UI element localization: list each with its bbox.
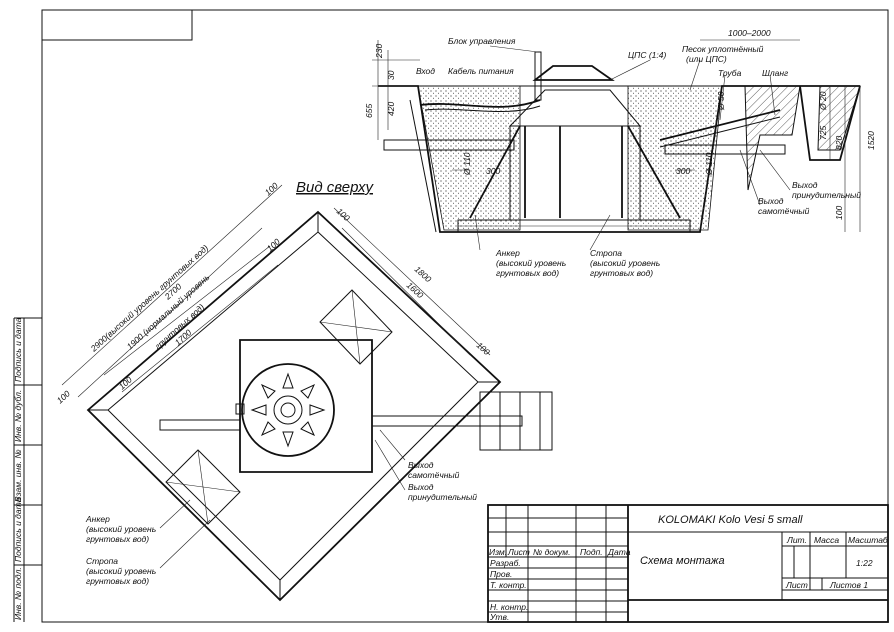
dim-725: 725 [818, 126, 828, 140]
label-hose: Шланг [762, 68, 788, 78]
label-sling-3: грунтовых вод) [590, 268, 653, 278]
plan-sling-3: грунтовых вод) [86, 576, 149, 586]
row-tkontr: Т. контр. [490, 580, 527, 590]
plan-anchor-3: грунтовых вод) [86, 534, 149, 544]
plan-title: Вид сверху [296, 179, 374, 196]
label-sling: Стропа [590, 248, 622, 258]
label-pipe: Труба [718, 68, 742, 78]
label-outlet-gravity: Выход [758, 196, 784, 206]
label-outlet-forced: Выход [792, 180, 818, 190]
dim-300a: 300 [486, 166, 500, 176]
side-label: Инв. № дубл. [13, 390, 23, 442]
row-prov: Пров. [490, 569, 512, 579]
dim-100: 100 [834, 206, 844, 220]
label-anchor-2: (высокий уровень [496, 258, 566, 268]
mass-header: Масса [814, 535, 839, 545]
label-outlet-gravity-2: самотёчный [758, 206, 810, 216]
dim-820: 820 [834, 136, 844, 150]
dim-100-left-a: 100 [55, 388, 72, 405]
dim-300b: 300 [676, 166, 690, 176]
dim-30: 30 [386, 70, 396, 80]
title-block: KOLOMAKI Kolo Vesi 5 small Схема монтажа… [487, 504, 889, 623]
label-anchor-3: грунтовых вод) [496, 268, 559, 278]
label-sling-2: (высокий уровень [590, 258, 660, 268]
dim-1600: 1600 [405, 280, 426, 300]
label-inlet: Вход [416, 66, 435, 76]
plan-outlet-gravity: Выход [408, 460, 434, 470]
side-label: Подпись и дата [13, 497, 23, 562]
label-power-cable: Кабель питания [448, 66, 514, 76]
col-list: Лист [507, 547, 530, 557]
dim-655: 655 [364, 104, 374, 118]
plan-anchor: Анкер [85, 514, 110, 524]
dim-top: 1000–2000 [728, 28, 771, 38]
dim-420: 420 [386, 102, 396, 116]
dim-100-left-b: 100 [117, 374, 134, 391]
col-sign: Подп. [580, 547, 603, 557]
plan-outlet-forced-2: принудительный [408, 492, 477, 502]
plan-anchor-2: (высокий уровень [86, 524, 156, 534]
dim-2900: 2900(высокий уровень грунтовых вод) [88, 243, 210, 355]
scale-header: Масштаб [848, 535, 889, 545]
dim-1520: 1520 [866, 131, 876, 150]
dim-20: Ø 20 [818, 91, 828, 111]
dim-50: Ø 50 [716, 91, 726, 111]
section-view: Блок управления Вход Кабель питания ЦПС … [364, 28, 876, 278]
lid-vanes [250, 372, 326, 448]
side-label: Подпись и дата [13, 317, 23, 382]
dim-110a: Ø 110 [462, 152, 472, 176]
dim-100-a: 100 [263, 180, 280, 197]
drawing-title: Схема монтажа [640, 555, 725, 567]
scale-value: 1:22 [856, 558, 873, 568]
label-sand: Песок уплотнённый [682, 44, 764, 54]
dim-100-b: 100 [265, 236, 282, 253]
side-label: Инв. № подл. [13, 567, 23, 620]
col-date: Дата [607, 547, 631, 557]
dim-230: 230 [374, 44, 384, 59]
dim-100-c: 100 [335, 206, 352, 223]
plan-outlet-gravity-2: самотёчный [408, 470, 460, 480]
col-doc: № докум. [533, 547, 570, 557]
plan-view: Вид сверху [55, 179, 553, 602]
side-label: Взам. инв. № [13, 449, 23, 502]
plan-sling: Стропа [86, 556, 118, 566]
lit-header: Лит. [786, 535, 807, 545]
label-control-unit: Блок управления [448, 36, 516, 46]
row-utv: Утв. [489, 612, 509, 622]
plan-sling-2: (высокий уровень [86, 566, 156, 576]
plan-outlet-forced: Выход [408, 482, 434, 492]
label-cps: ЦПС (1:4) [628, 50, 666, 60]
row-razrab: Разраб. [490, 558, 521, 568]
dim-1800: 1800 [413, 264, 434, 284]
product-name: KOLOMAKI Kolo Vesi 5 small [658, 514, 803, 526]
sheet-frame: Подпись и дата Инв. № дубл. Взам. инв. №… [13, 9, 889, 623]
sheet-label: Лист [785, 580, 808, 590]
row-nkontr: Н. контр. [490, 602, 528, 612]
dim-110b: Ø 110 [704, 152, 714, 176]
label-outlet-forced-2: принудительный [792, 190, 861, 200]
sheets-label: Листов 1 [829, 580, 868, 590]
label-anchor: Анкер [495, 248, 520, 258]
col-izm: Изм. [489, 547, 507, 557]
label-sand-alt: (или ЦПС) [686, 54, 727, 64]
